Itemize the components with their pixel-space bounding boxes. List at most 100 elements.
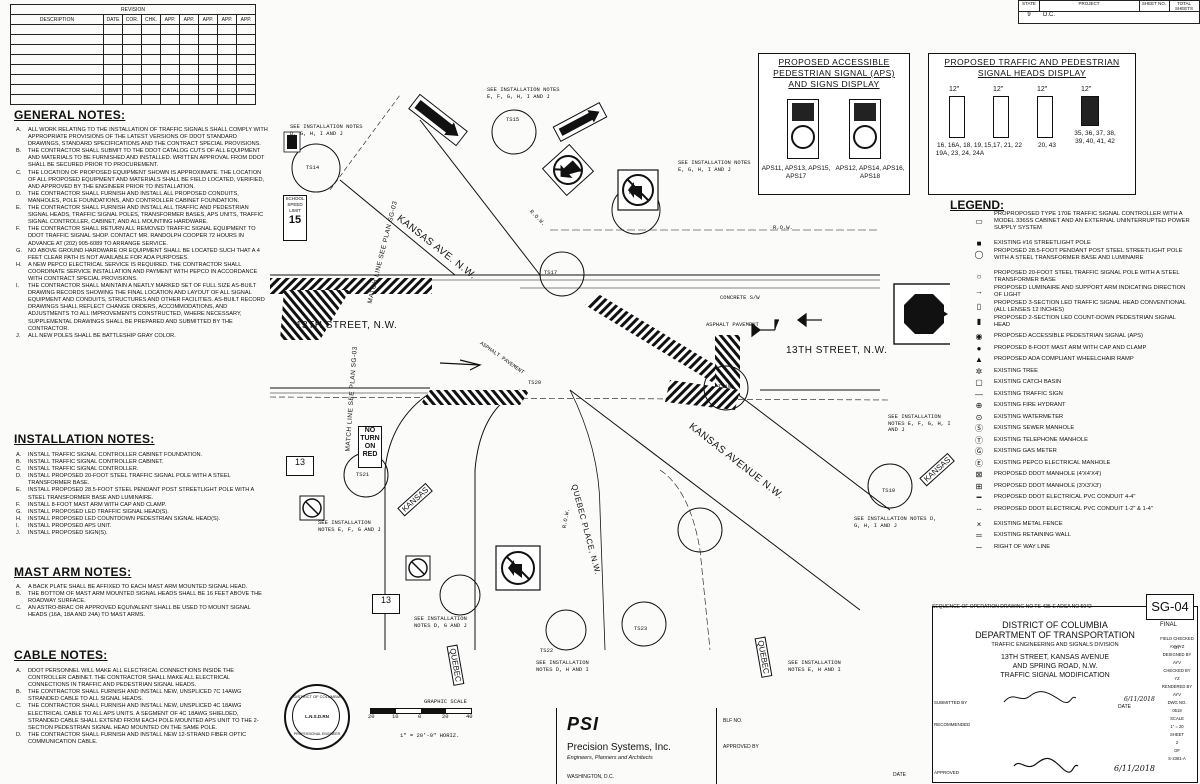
note-text: INSTALL TRAFFIC SIGNAL CONTROLLER CABINE… [28, 459, 164, 466]
note-text: A NEW PEPCO ELECTRICAL SERVICE IS REQUIR… [28, 261, 258, 282]
see-notes-callout: SEE INSTALLATION NOTES D, G, H, I AND J [854, 515, 937, 529]
installation-notes-list: A.INSTALL TRAFFIC SIGNAL CONTROLLER CABI… [16, 452, 268, 537]
general-notes-title: GENERAL NOTES: [14, 108, 126, 122]
signal-title-line: SIGNAL HEADS DISPLAY [977, 68, 1087, 78]
note-letter: A. [16, 584, 22, 590]
legend-text: EXISTING SEWER MANHOLE [994, 425, 1075, 431]
manhole-333-icon: ⊞ [975, 481, 983, 491]
note-text: THE CONTRACTOR SHALL RETURN ALL REMOVED … [28, 226, 256, 247]
pepco-manhole-icon: Ⓔ [975, 458, 983, 468]
graphic-scale-bar [370, 708, 472, 714]
mast-arm-notes-title: MAST ARM NOTES: [14, 565, 132, 579]
stop-sign [893, 283, 950, 345]
pole-ts19-circle [867, 463, 913, 509]
row-label-2: R.O.W. [773, 224, 793, 231]
note-text: THE CONTRACTOR SHALL FURNISH AND INSTALL… [28, 689, 242, 703]
legend-item: ⊞PROPOSED DDOT MANHOLE (3'X3'X3') [964, 481, 1190, 491]
note-item: B.THE CONTRACTOR SHALL FURNISH AND INSTA… [16, 689, 268, 703]
pole-ts24-circle [677, 507, 723, 553]
graphic-scale-title: GRAPHIC SCALE [424, 698, 467, 705]
see-notes-callout: SEE INSTALLATION NOTES E, H AND I [788, 659, 841, 673]
see-notes-callout: SEE INSTALLATION NOTES E, G, H, I AND J [678, 159, 751, 173]
revision-header: REVISION [10, 4, 256, 15]
title-side-field: AYV [1172, 692, 1182, 697]
title-side-field: CHECKED BY [1163, 668, 1191, 673]
bottom-fields-block: BLF NO. APPROVED BY DATE [716, 708, 933, 784]
legend-text: EXISTING RETAINING WALL [994, 532, 1071, 538]
legend-item: ━PROPOSED DDOT ELECTRICAL PVC CONDUIT 4-… [964, 493, 1190, 503]
legend-text: PROPOSED 28.5-FOOT PENDANT POST STEEL ST… [994, 247, 1183, 261]
project-line-2: AND SPRING ROAD, N.W. [1012, 663, 1098, 670]
revision-col: COR. [122, 14, 142, 25]
note-item: D.INSTALL PROPOSED 20-FOOT STEEL TRAFFIC… [16, 473, 268, 487]
size-label: 12" [949, 86, 960, 93]
note-text: ALL WORK RELATING TO THE INSTALLATION OF… [28, 127, 268, 148]
scale-tick: 20 [368, 713, 375, 720]
sign-icon: — [975, 389, 983, 399]
approved-by-label: APPROVED BY [723, 744, 759, 750]
note-letter: G. [16, 508, 22, 515]
ped-sign [283, 131, 301, 153]
legend-text: EXISTING TREE [994, 367, 1039, 374]
one-way-sign [408, 93, 468, 147]
note-item: B.THE CONTRACTOR SHALL SUBMIT TO THE DDO… [16, 148, 268, 169]
note-text: THE CONTRACTOR SHALL FURNISH AND INSTALL… [28, 703, 259, 731]
note-letter: F. [16, 226, 21, 233]
note-letter: C. [16, 703, 22, 710]
legend-title: LEGEND: [950, 198, 1004, 212]
note-text: INSTALL PROPOSED 20-FOOT STEEL TRAFFIC S… [28, 473, 231, 487]
pole-tag: TS19 [882, 487, 896, 494]
pole-ts17-circle [539, 251, 585, 297]
legend-text: PROPOSED 20-FOOT STEEL TRAFFIC SIGNAL PO… [994, 269, 1180, 283]
legend-text: RIGHT OF WAY LINE [994, 543, 1051, 550]
legend-item: ┄PROPOSED DDOT ELECTRICAL PVC CONDUIT 1-… [964, 504, 1190, 514]
one-way-sign-2 [552, 102, 608, 142]
controller-icon: ▭ [975, 216, 983, 226]
no-left-turn-sign-4 [299, 495, 325, 521]
lane-arrows [439, 312, 822, 371]
revision-col: CHK. [141, 14, 161, 25]
note-item: H.INSTALL PROPOSED LED COUNTDOWN PEDESTR… [16, 516, 268, 523]
note-text: AN ASTRO-BRAC OR APPROVED EQUIVALENT SHA… [28, 605, 251, 619]
signature-2 [1013, 757, 1079, 773]
tree-icon: ✲ [975, 366, 983, 376]
aps-group-2: APS12, APS14, APS16, APS18 [835, 165, 905, 180]
legend-text: EXISTING PEPCO ELECTRICAL MANHOLE [994, 459, 1111, 466]
total-sheets-label: TOTAL SHEETS [1169, 1, 1199, 12]
see-notes-callout: SEE INSTALLATION NOTES E, F, G, H, I AND… [487, 86, 560, 100]
title-side-field: 2 [1175, 740, 1179, 745]
legend-text: PROPROPOSED TYPE 170E TRAFFIC SIGNAL CON… [994, 210, 1190, 231]
note-letter: A. [16, 668, 22, 674]
agency-line-1: DISTRICT OF COLUMBIA [1002, 620, 1108, 630]
legend-text: PROPOSED 2-SECTION LED COUNT-DOWN PEDEST… [994, 314, 1176, 328]
ped-head-2-icon: ▮ [976, 317, 982, 326]
recommended-label: RECOMMENDED [934, 722, 971, 727]
see-notes-callout: SEE INSTALLATION NOTES D, H AND I [536, 659, 589, 673]
title-block [932, 606, 1198, 783]
see-notes-callout: SEE INSTALLATION NOTES E, F, G AND J [318, 519, 381, 533]
note-item: C. THE CONTRACTOR SHALL FURNISH AND INSTA… [16, 703, 268, 731]
note-item: H. A NEW PEPCO ELECTRICAL SERVICE IS REQU… [16, 262, 268, 283]
note-item: B.THE BOTTOM OF MAST ARM MOUNTED SIGNAL … [16, 591, 268, 605]
scale-tick: 40 [466, 713, 473, 720]
note-item: I.THE CONTRACTOR SHALL MAINTAIN A NEATLY… [16, 283, 268, 333]
note-item: G.NO ABOVE GROUND HARDWARE OR EQUIPMENT … [16, 248, 268, 262]
pole-tag: TS18 [718, 383, 732, 390]
note-letter: D. [16, 731, 22, 738]
signature-1 [1003, 691, 1077, 703]
crosswalk-quebec [420, 390, 530, 405]
title-side-field: OF [1174, 748, 1180, 753]
note-item: D.THE CONTRACTOR SHALL FURNISH AND INSTA… [16, 191, 268, 205]
seal-role: PROFESSIONAL ENGINEER [293, 732, 341, 736]
dc-value: D.C. [1043, 12, 1055, 18]
note-item: A.DDOT PERSONNEL WILL MAKE ALL ELECTRICA… [16, 668, 268, 689]
bottom-date-label: DATE [893, 772, 906, 778]
pole-tag: TS16 [628, 189, 642, 196]
note-text: THE CONTRACTOR SHALL FURNISH AND INSTALL… [28, 190, 240, 204]
note-letter: H. [16, 261, 22, 268]
fence-icon: × [976, 519, 982, 529]
size-label: 12" [1081, 86, 1092, 93]
legend-text: EXISTING #16 STREETLIGHT POLE [994, 239, 1091, 246]
ramp-icon: ▲ [975, 355, 983, 364]
